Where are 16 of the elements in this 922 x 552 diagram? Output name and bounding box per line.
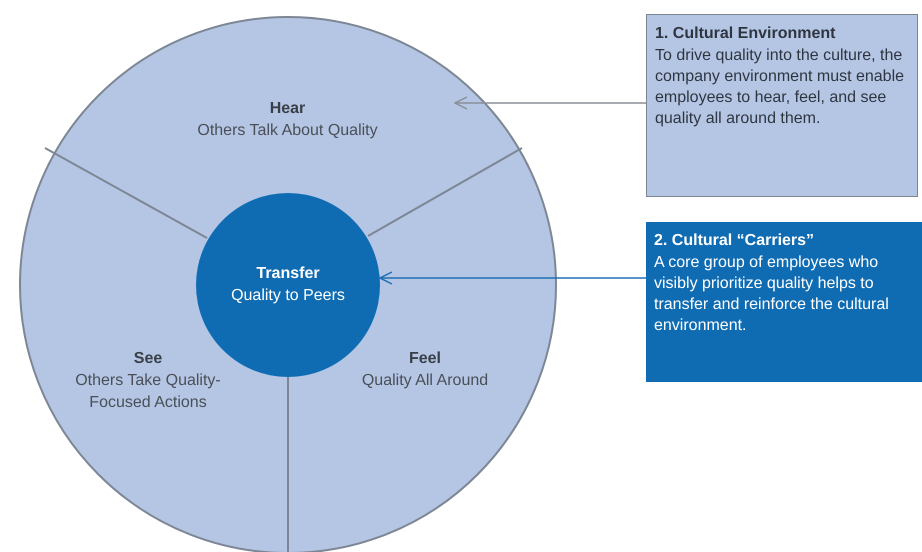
description: A core group of employees who visibly prioritize quality helps to transfer and reinforce the cultural environment. <box>654 253 890 336</box>
description: To drive quality into the culture, the company environment must enable employees to hear, feel, and see quality all around them. <box>655 46 906 129</box>
heading: Transfer <box>256 264 320 284</box>
arrow <box>454 96 646 110</box>
heading: See <box>132 349 164 369</box>
arrow <box>379 271 646 285</box>
heading: 1. Cultural Environment <box>655 24 836 44</box>
description: Others Take Quality-Focused Actions <box>74 371 222 413</box>
heading: Hear <box>268 99 306 119</box>
heading: 2. Cultural “Carriers” <box>654 231 816 251</box>
info-box <box>646 222 922 382</box>
description: Others Talk About Quality <box>196 121 379 141</box>
description: Quality All Around <box>360 371 490 391</box>
info-box <box>646 14 918 197</box>
description: Quality to Peers <box>231 286 345 306</box>
heading: Feel <box>408 349 442 369</box>
